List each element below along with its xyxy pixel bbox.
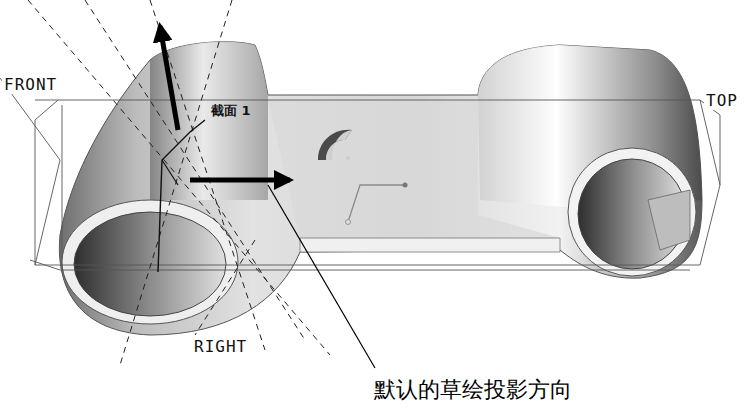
datum-label: FRONT (2, 76, 59, 94)
datum-label: RIGHT (192, 338, 249, 356)
datum-label: TOP (704, 92, 740, 110)
section-label: 截面 1 (209, 104, 253, 118)
callout-text: 默认的草绘投影方向 (372, 378, 574, 402)
